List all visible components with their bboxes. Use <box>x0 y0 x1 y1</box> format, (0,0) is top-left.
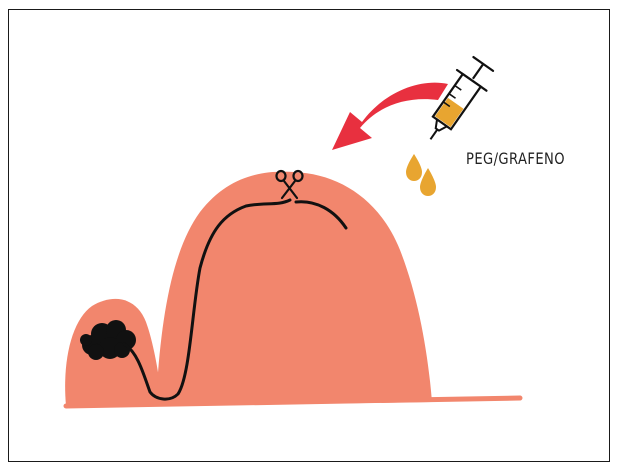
large-tissue-hill <box>156 171 432 406</box>
syringe-icon <box>429 55 495 140</box>
nerve-ending-cluster <box>80 320 136 360</box>
scissors-icon <box>275 169 304 200</box>
peg-graphene-label: PEG/GRAFENO <box>466 149 566 168</box>
nerve-line-left <box>122 198 292 401</box>
nerve-line-right <box>294 200 348 230</box>
drop-icon <box>406 154 436 196</box>
curved-arrow-icon <box>332 82 448 150</box>
